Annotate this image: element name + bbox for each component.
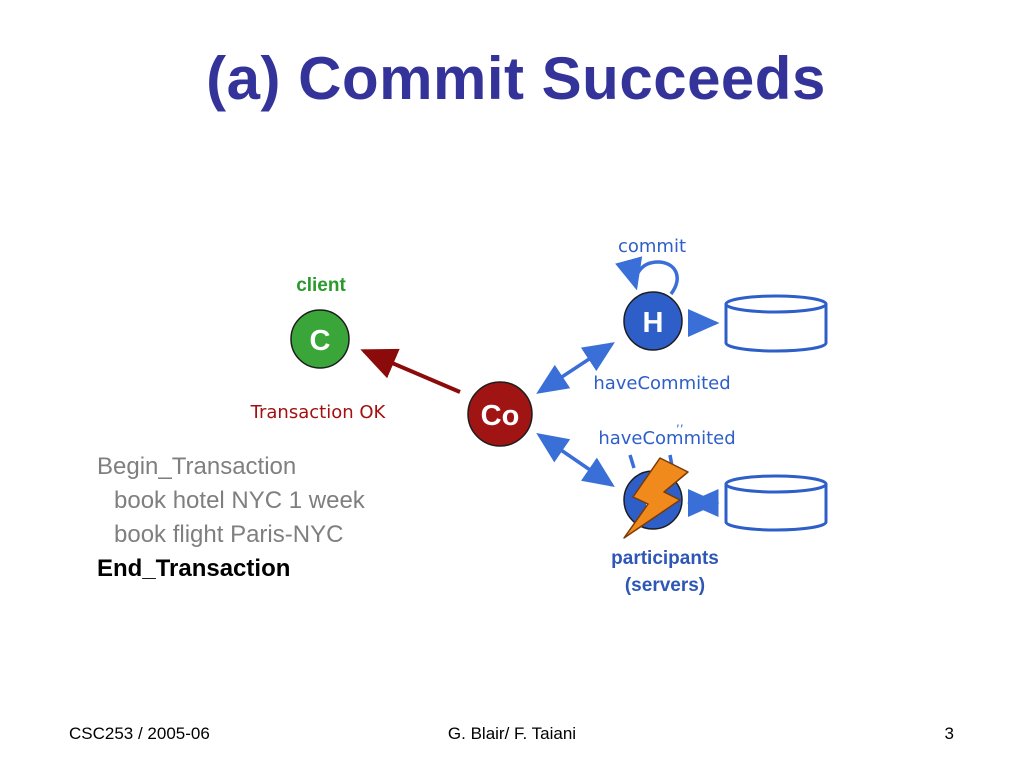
- database-f-icon: [724, 474, 828, 532]
- footer-course: CSC253 / 2005-06: [69, 724, 210, 743]
- footer-page-number: 3: [944, 724, 954, 743]
- coordinator-f-arrow: [536, 433, 615, 487]
- client-node-label: C: [310, 325, 331, 357]
- slide-title: (a) Commit Succeeds: [206, 45, 826, 112]
- participant-h-node: H: [623, 291, 683, 351]
- transaction-ok-label: Transaction OK: [250, 402, 387, 423]
- coordinator-node: Co: [467, 381, 533, 447]
- footer-authors: G. Blair/ F. Taiani: [447, 724, 577, 743]
- commit-label: commit: [618, 236, 686, 257]
- database-h-icon: [724, 294, 828, 353]
- participants-subcaption: (servers): [625, 575, 705, 596]
- book-flight-line: book flight Paris-NYC: [114, 521, 344, 548]
- transaction-code: Begin_Transaction book hotel NYC 1 week …: [97, 450, 365, 586]
- client-node: C: [290, 309, 350, 369]
- begin-transaction-line: Begin_Transaction: [97, 453, 297, 480]
- partial-glyph: ,,: [676, 415, 684, 429]
- commit-loop-arrow: [615, 256, 679, 296]
- transaction-ok-arrow: [360, 348, 461, 394]
- have-commited-label-2: haveCommited: [598, 428, 735, 449]
- have-commited-label-1: haveCommited: [593, 373, 730, 394]
- participant-h-label: H: [643, 307, 664, 339]
- lightning-icon: [623, 457, 689, 539]
- coordinator-h-arrow: [536, 342, 615, 394]
- coordinator-node-label: Co: [481, 400, 520, 432]
- end-transaction-line: End_Transaction: [97, 555, 291, 582]
- participants-caption: participants: [611, 548, 719, 569]
- client-caption: client: [296, 275, 346, 296]
- book-hotel-line: book hotel NYC 1 week: [114, 487, 365, 514]
